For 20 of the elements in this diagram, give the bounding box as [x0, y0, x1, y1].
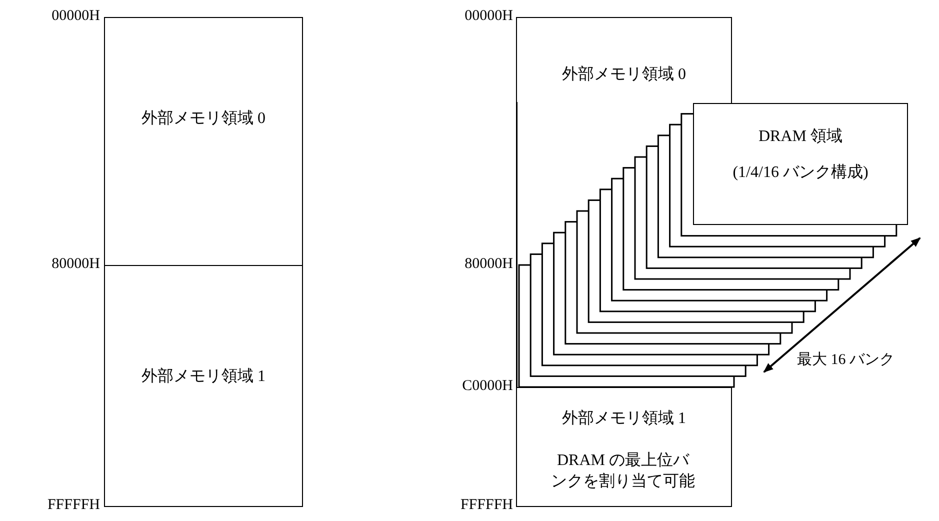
- bank-count-label: 最大 16 バンク: [797, 350, 894, 369]
- memory-region-box: [104, 265, 303, 507]
- region-note: DRAM の最上位バンクを割り当て可能: [550, 450, 696, 492]
- address-label: 80000H: [52, 256, 100, 273]
- region-label: 外部メモリ領域 1: [561, 408, 687, 429]
- memory-region-box: [104, 17, 303, 266]
- address-label: 00000H: [52, 8, 100, 25]
- address-label: C0000H: [462, 378, 513, 395]
- memory-region-box: [516, 387, 732, 507]
- address-label: FFFFFH: [47, 497, 100, 514]
- region-label: 外部メモリ領域 0: [140, 108, 266, 129]
- region-label: DRAM 領域: [757, 126, 844, 147]
- address-label: FFFFFH: [460, 497, 513, 514]
- dram-bank-box: [693, 103, 908, 225]
- address-label: 80000H: [464, 256, 513, 273]
- region-description: (1/4/16 バンク構成): [732, 162, 870, 183]
- region-label: 外部メモリ領域 1: [140, 366, 266, 387]
- region-label: 外部メモリ領域 0: [561, 64, 687, 85]
- memory-region-box: [516, 17, 732, 103]
- address-label: 00000H: [464, 8, 513, 25]
